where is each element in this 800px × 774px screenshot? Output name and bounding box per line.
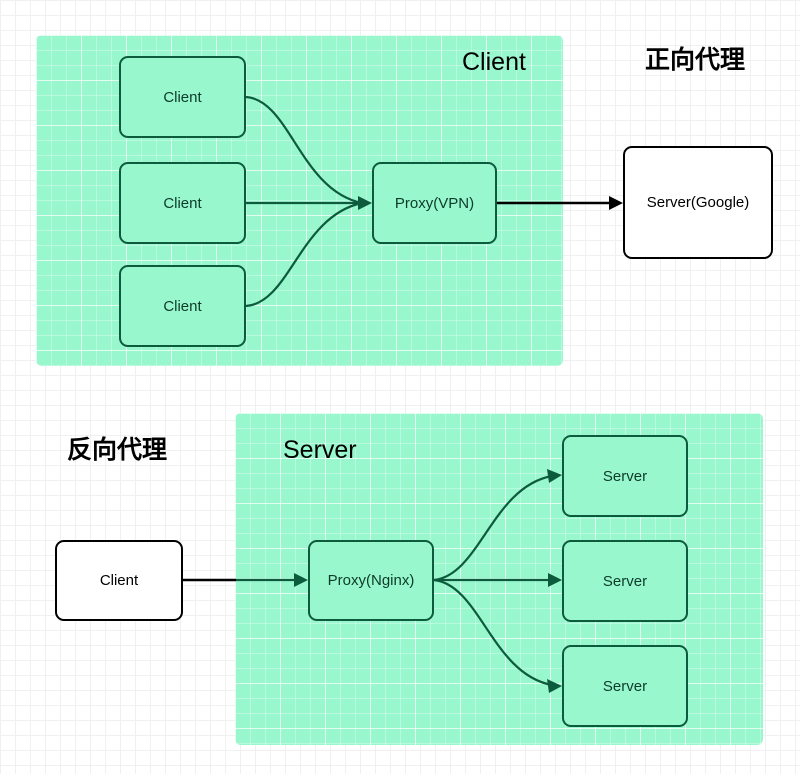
forward-proxy-node[interactable]: Proxy(VPN) [372, 162, 497, 244]
reverse-server-node-1-label: Server [602, 467, 648, 485]
reverse-server-node-1[interactable]: Server [562, 435, 688, 517]
reverse-server-node-3[interactable]: Server [562, 645, 688, 727]
arrowhead-into-target-server [609, 196, 623, 210]
forward-proxy-section-label: 正向代理 [645, 46, 746, 74]
forward-client-node-2[interactable]: Client [119, 162, 246, 244]
reverse-server-node-3-label: Server [602, 677, 648, 695]
forward-client-node-2-label: Client [163, 194, 202, 212]
reverse-server-node-2[interactable]: Server [562, 540, 688, 622]
reverse-proxy-section-label: 反向代理 [67, 436, 168, 464]
reverse-proxy-node[interactable]: Proxy(Nginx) [308, 540, 434, 621]
forward-proxy-panel-title: Client [462, 48, 526, 76]
reverse-server-node-2-label: Server [602, 572, 648, 590]
forward-client-node-3-label: Client [163, 297, 202, 315]
reverse-proxy-panel-title: Server [283, 436, 357, 464]
forward-client-node-3[interactable]: Client [119, 265, 246, 347]
forward-client-node-1-label: Client [163, 88, 202, 106]
forward-client-node-1[interactable]: Client [119, 56, 246, 138]
forward-proxy-node-label: Proxy(VPN) [394, 194, 475, 212]
reverse-client-node-label: Client [99, 572, 139, 589]
reverse-client-node[interactable]: Client [55, 540, 183, 621]
forward-target-server-node[interactable]: Server(Google) [623, 146, 773, 259]
reverse-proxy-node-label: Proxy(Nginx) [327, 572, 415, 589]
forward-target-server-node-label: Server(Google) [646, 194, 750, 211]
